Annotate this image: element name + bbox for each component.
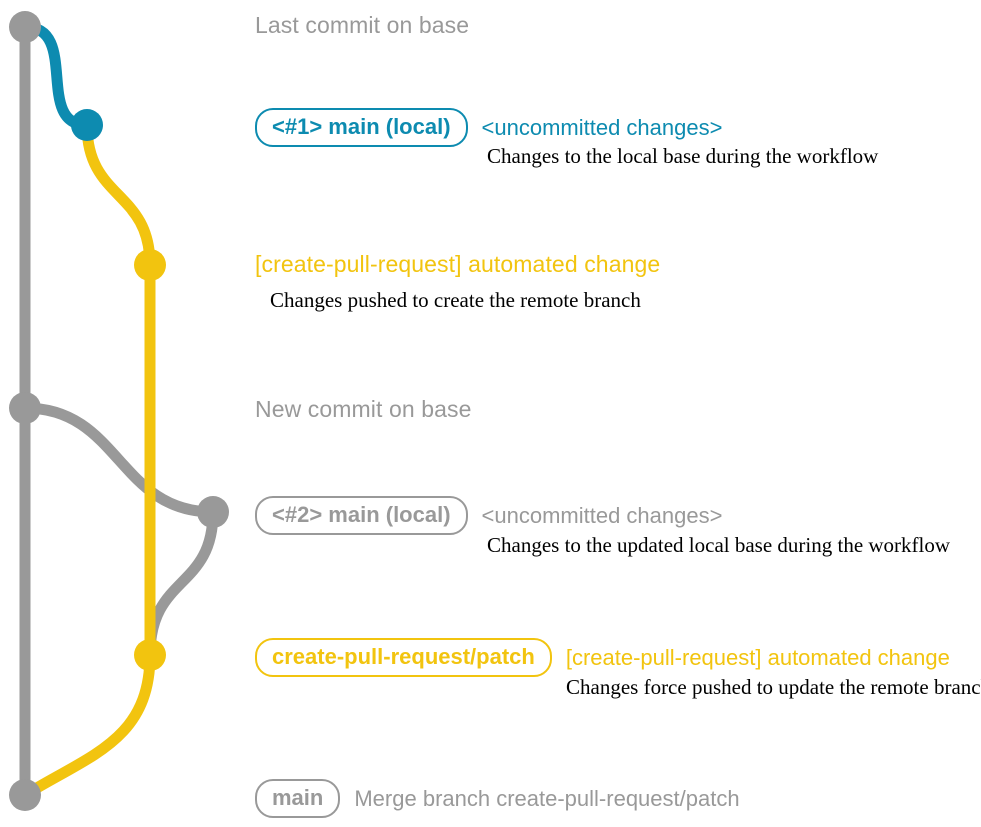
commit-description-automated-change-1: Changes pushed to create the remote bran… bbox=[270, 288, 641, 312]
commit-label-automated-change-2: create-pull-request/patch [create-pull-r… bbox=[255, 638, 950, 677]
edge-patch-merge-to-base bbox=[19, 649, 156, 801]
branch-badge-main[interactable]: main bbox=[255, 779, 341, 818]
commit-message: [create-pull-request] automated change bbox=[565, 644, 950, 670]
commit-node-local-1[interactable] bbox=[71, 109, 103, 141]
commit-description-local-1: Changes to the local base during the wor… bbox=[487, 144, 879, 168]
commit-label-merge: main Merge branch create-pull-request/pa… bbox=[255, 779, 740, 818]
branch-badge-main-local-1[interactable]: <#1> main (local) bbox=[255, 108, 468, 147]
commit-message: [create-pull-request] automated change bbox=[255, 251, 661, 277]
commit-description-local-2: Changes to the updated local base during… bbox=[487, 533, 951, 557]
commit-label-automated-change-1: [create-pull-request] automated change bbox=[255, 253, 660, 276]
commit-message: <uncommitted changes> bbox=[481, 502, 723, 528]
branch-badge-create-pull-request-patch[interactable]: create-pull-request/patch bbox=[255, 638, 552, 677]
commit-message: New commit on base bbox=[255, 396, 472, 422]
commit-node-merge[interactable] bbox=[9, 779, 41, 811]
commit-label-local-2: <#2> main (local) <uncommitted changes> bbox=[255, 496, 722, 535]
edge-base-to-local2 bbox=[19, 402, 219, 518]
commit-message: Last commit on base bbox=[255, 12, 470, 38]
commit-node-automated-change-2[interactable] bbox=[134, 639, 166, 671]
edge-local1-to-automated bbox=[81, 119, 156, 271]
commit-node-automated-change-1[interactable] bbox=[134, 249, 166, 281]
commit-description-automated-change-2: Changes force pushed to update the remot… bbox=[566, 675, 981, 699]
commit-node-local-2[interactable] bbox=[197, 496, 229, 528]
commit-label-last-commit-on-base: Last commit on base bbox=[255, 14, 469, 37]
commit-node-last-commit-on-base[interactable] bbox=[9, 11, 41, 43]
commit-message: <uncommitted changes> bbox=[481, 114, 723, 140]
commit-node-new-commit-on-base[interactable] bbox=[9, 392, 41, 424]
commit-label-local-1: <#1> main (local) <uncommitted changes> bbox=[255, 108, 722, 147]
commit-message: Merge branch create-pull-request/patch bbox=[354, 785, 740, 811]
branch-badge-main-local-2[interactable]: <#2> main (local) bbox=[255, 496, 468, 535]
commit-label-new-commit-on-base: New commit on base bbox=[255, 398, 472, 421]
